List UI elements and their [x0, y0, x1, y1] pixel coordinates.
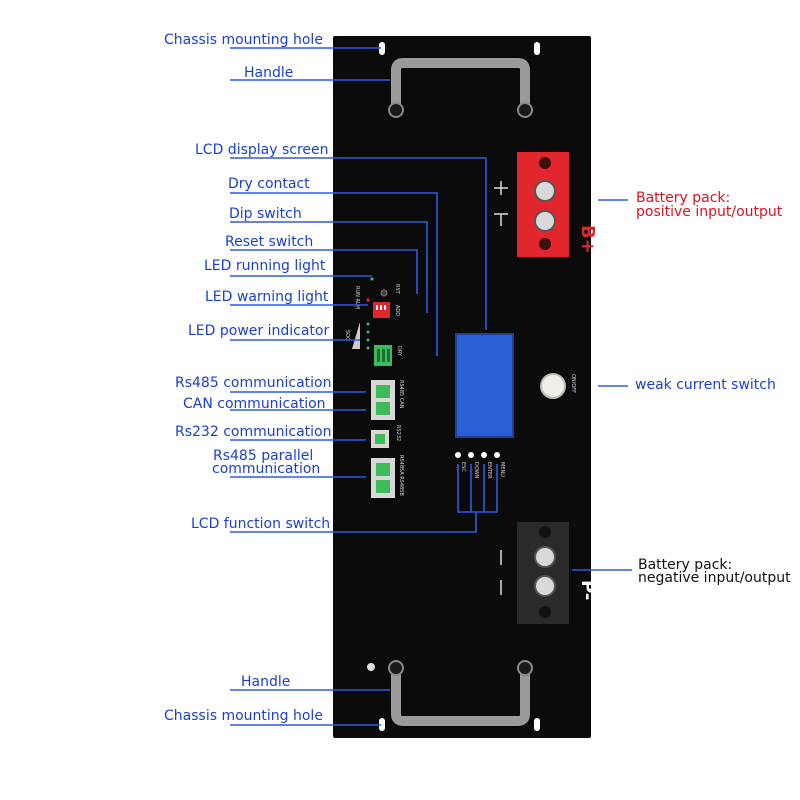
terminal-screw-3 — [534, 210, 556, 232]
enter-text: ENTER — [486, 462, 492, 479]
menu-text: MENU — [499, 462, 505, 477]
positive-terminal: B+ — [494, 152, 598, 257]
label-positive-line1: Battery pack: — [636, 190, 730, 206]
rst-text: RST — [394, 284, 400, 295]
neg-screw-4 — [539, 606, 551, 618]
soc-text: SOC — [344, 330, 350, 341]
label-rs232-communication: Rs232 communication — [175, 424, 331, 440]
label-handle-bottom: Handle — [241, 674, 290, 690]
label-chassis-mounting-hole-bottom: Chassis mounting hole — [164, 708, 323, 724]
handle-bottom-bolt-right — [517, 660, 533, 676]
handle-top-bolt-left — [388, 102, 404, 118]
add-text: ADD — [394, 305, 400, 316]
lcd-display-screen — [455, 333, 514, 438]
label-negative-line2: negative input/output — [638, 570, 791, 586]
weak-current-switch-button[interactable] — [540, 373, 566, 399]
label-led-running-light: LED running light — [204, 258, 326, 274]
down-button[interactable] — [468, 452, 474, 458]
rs232-port[interactable]: RS232 — [371, 425, 401, 448]
label-led-power-indicator: LED power indicator — [188, 323, 329, 339]
rs485-parallel-ports[interactable]: RS485A RS485B — [371, 455, 404, 498]
down-text: DOWN — [473, 462, 479, 479]
rs232-text: RS232 — [395, 425, 401, 441]
menu-button[interactable] — [494, 452, 500, 458]
rs485a-b-text: RS485A RS485B — [398, 455, 404, 496]
on-off-text: ON/OFF — [570, 374, 576, 393]
enter-button[interactable] — [481, 452, 487, 458]
run-alm-text: RUN ALM — [354, 286, 360, 309]
b-plus-label: B+ — [577, 225, 598, 254]
label-led-warning-light: LED warning light — [205, 289, 329, 305]
esc-text: ESC — [460, 462, 466, 472]
label-lcd-display-screen: LCD display screen — [195, 142, 329, 158]
neg-screw-3 — [534, 575, 556, 597]
mounting-hole-bottom-right — [534, 718, 540, 731]
handle-bottom-bolt-left — [388, 660, 404, 676]
terminal-screw-4 — [539, 238, 551, 250]
dry-text: DRY — [396, 346, 402, 357]
terminal-screw-2 — [534, 180, 556, 202]
reset-switch-button[interactable] — [380, 289, 388, 297]
led-warning-light — [366, 298, 370, 302]
battery-front-panel: B+ ON/OFF RUN ALM SOC RST — [333, 36, 598, 738]
handle-bottom — [391, 672, 530, 726]
led-running-light — [370, 277, 374, 281]
label-lcd-function-switch: LCD function switch — [191, 516, 330, 532]
label-rs485-communication: Rs485 communication — [175, 375, 331, 391]
mounting-hole-top-right — [534, 42, 540, 55]
callout-labels: Chassis mounting hole Handle LCD display… — [164, 32, 791, 724]
rs485-can-ports[interactable]: RS485 CAN — [371, 380, 404, 420]
label-dip-switch: Dip switch — [229, 206, 302, 222]
lcd-function-buttons: ESC DOWN ENTER MENU — [455, 452, 505, 479]
p-minus-label: P- — [577, 580, 598, 600]
label-handle-top: Handle — [244, 65, 293, 81]
terminal-screw-1 — [539, 157, 551, 169]
label-negative-line1: Battery pack: — [638, 557, 732, 573]
leader-lines — [230, 47, 632, 726]
neg-screw-2 — [534, 546, 556, 568]
label-reset-switch: Reset switch — [225, 234, 313, 250]
label-rs485-parallel-line1: Rs485 parallel — [213, 448, 313, 464]
led-power-indicator: SOC — [344, 322, 370, 350]
mounting-hole-bottom-left — [379, 718, 385, 731]
label-weak-current-switch: weak current switch — [635, 377, 776, 393]
indicator-dot — [367, 663, 375, 671]
label-dry-contact: Dry contact — [228, 176, 310, 192]
neg-screw-1 — [539, 526, 551, 538]
negative-terminal: P- — [500, 522, 598, 624]
esc-button[interactable] — [455, 452, 461, 458]
handle-top-bolt-right — [517, 102, 533, 118]
handle-top — [391, 58, 530, 112]
label-chassis-mounting-hole-top: Chassis mounting hole — [164, 32, 323, 48]
label-can-communication: CAN communication — [183, 396, 326, 412]
mounting-hole-top-left — [379, 42, 385, 55]
label-rs485-parallel-line2: communication — [212, 461, 320, 477]
label-positive-line2: positive input/output — [636, 204, 783, 220]
rs485-can-text: RS485 CAN — [398, 380, 404, 409]
